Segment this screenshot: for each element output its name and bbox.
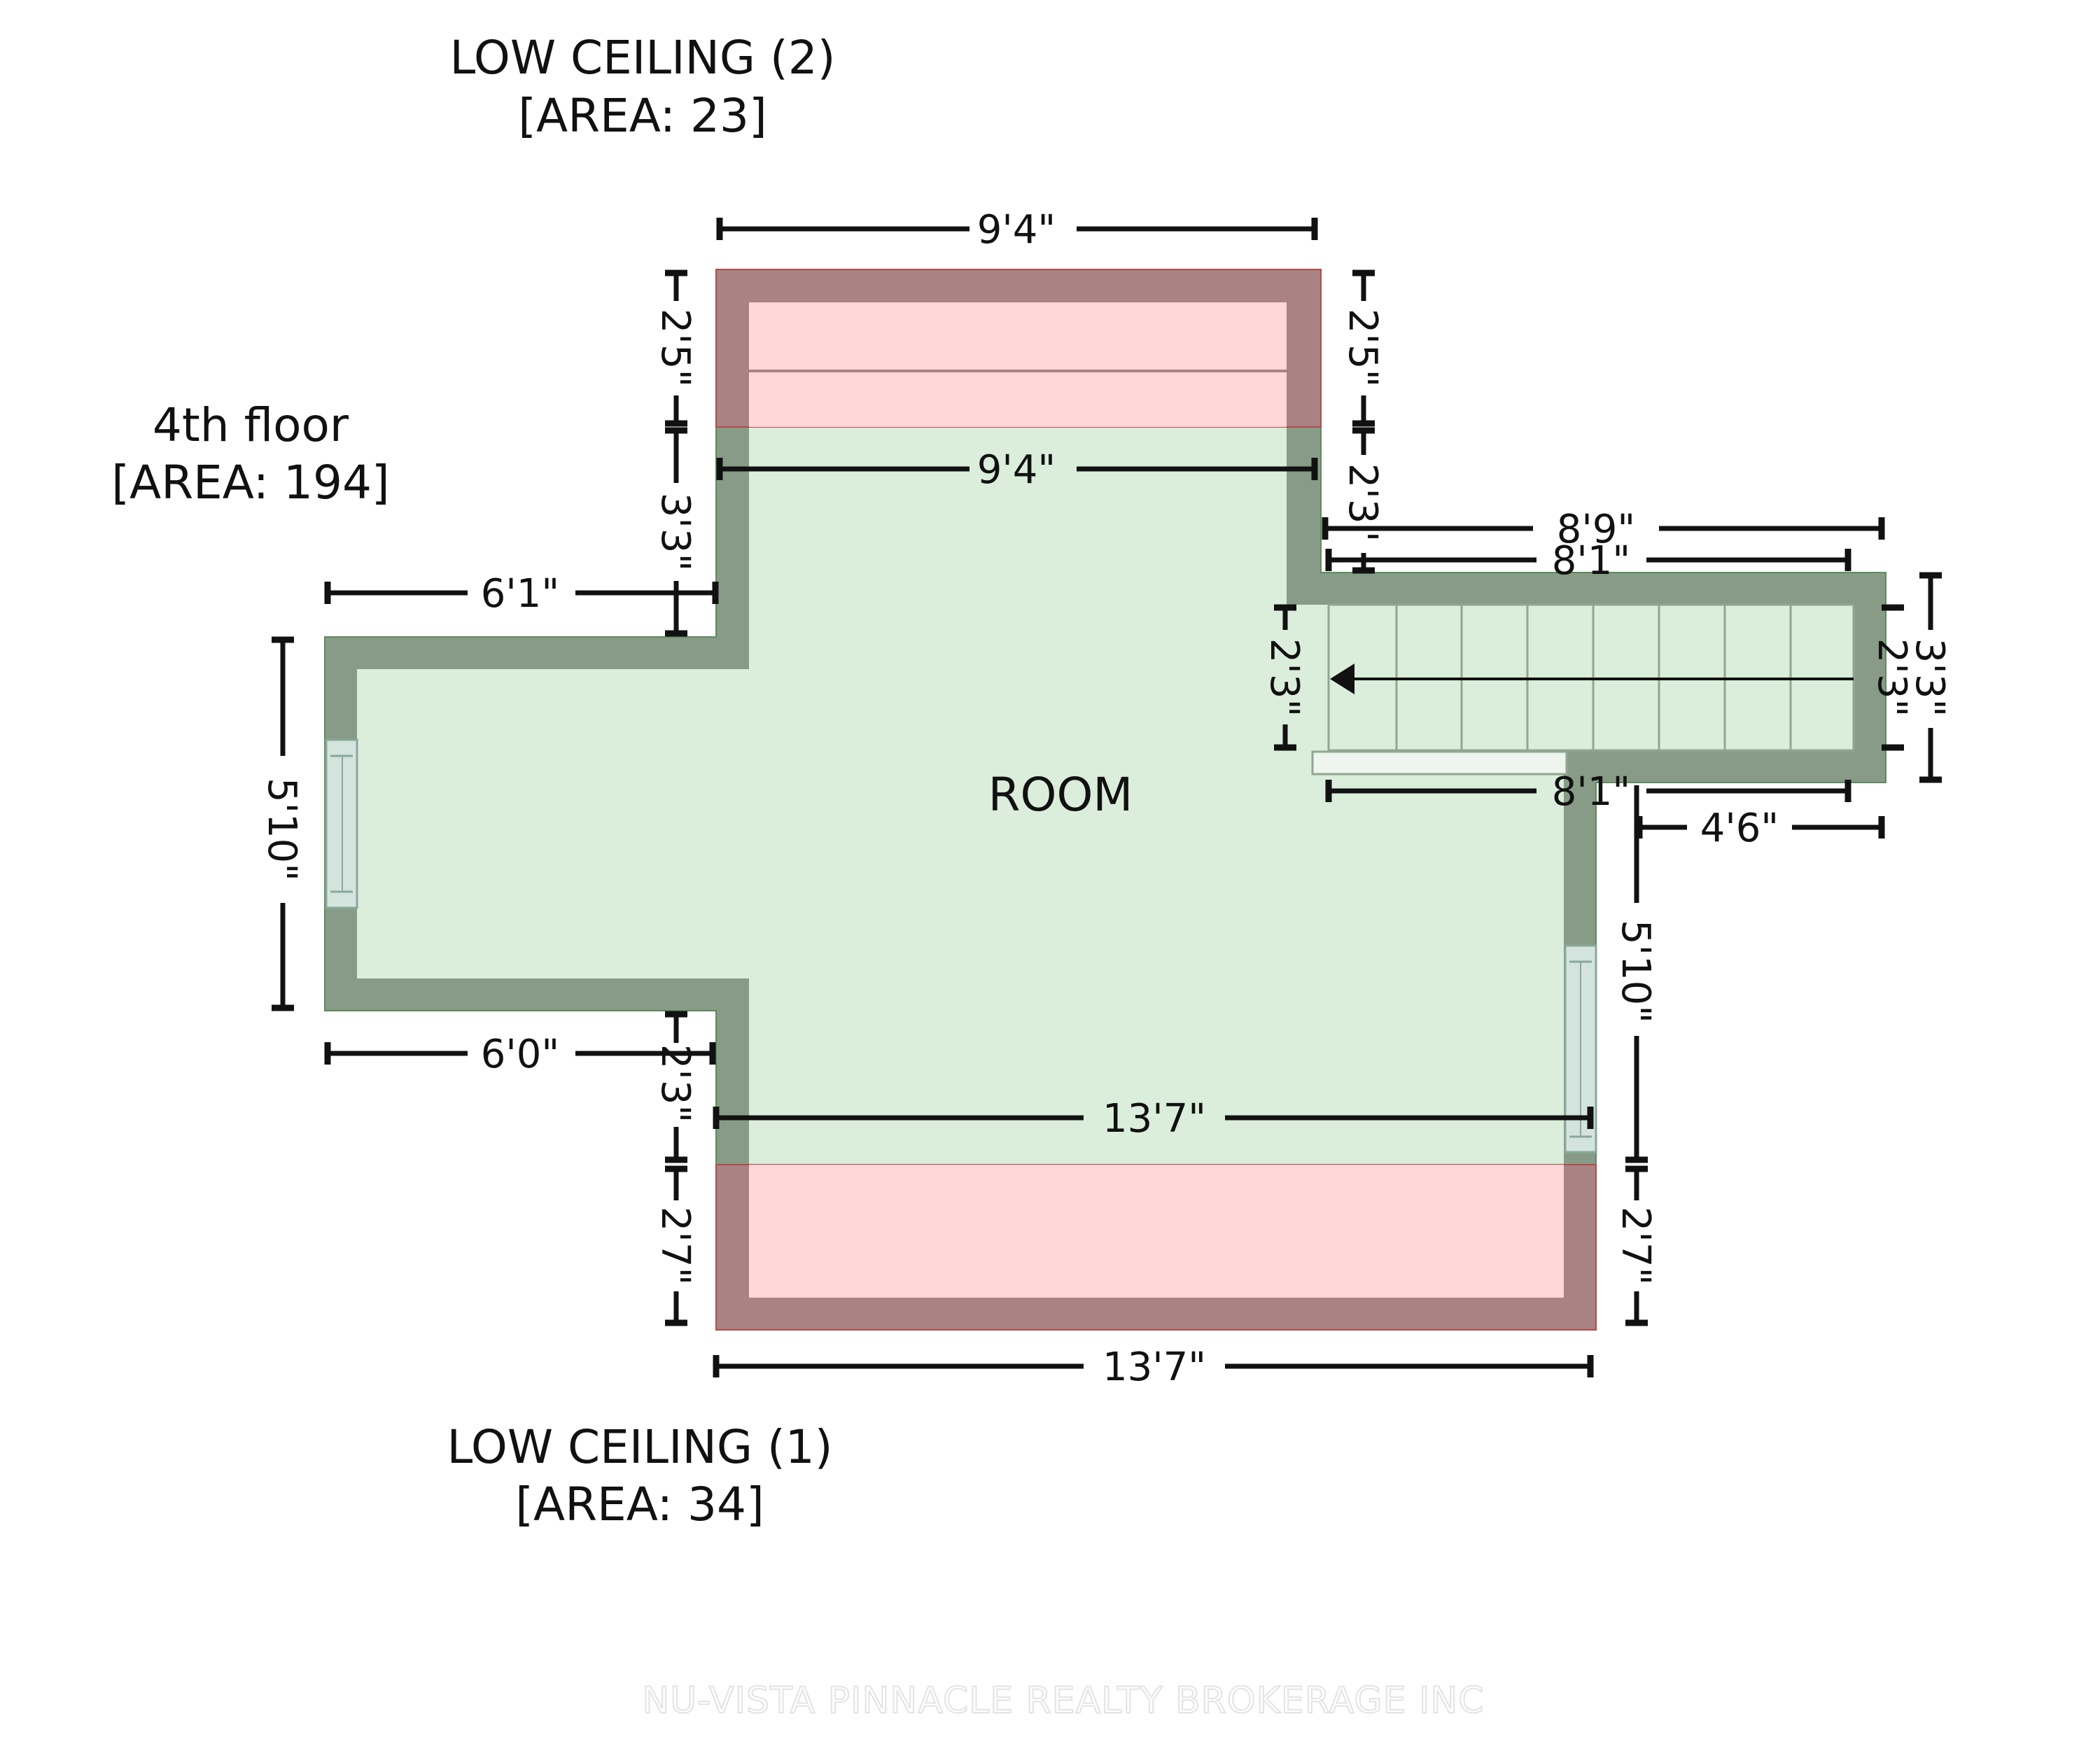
- room-floor: [357, 427, 1854, 1165]
- dim-left-wing-bottom: 6'0": [324, 1032, 716, 1077]
- low-ceiling-2-area: [AREA: 23]: [518, 89, 766, 143]
- dim-top-inner-label: 9'4": [977, 447, 1056, 493]
- dim-right-lower-label: 5'10": [1613, 920, 1658, 1023]
- dim-top-inner: 9'4": [716, 447, 1318, 493]
- dim-bottom-outer: 13'7": [713, 1345, 1594, 1390]
- dim-left-wing-bottom-label: 6'0": [481, 1032, 559, 1077]
- dim-stair-inner-left: 2'3": [1261, 604, 1307, 751]
- dim-left-upper-label: 3'3": [652, 493, 698, 571]
- stair-arrow-head: [1330, 664, 1354, 694]
- dim-top-outer-label: 9'4": [977, 207, 1056, 253]
- dim-right-bottom-ext: 2'7": [1613, 1165, 1658, 1326]
- dim-left-bottom-ext-label: 2'7": [652, 1207, 698, 1285]
- room-label: ROOM: [988, 768, 1133, 822]
- dim-left-upper: 3'3": [652, 427, 698, 637]
- dim-right-top-ext-label: 2'5": [1340, 309, 1385, 387]
- dim-top-outer: 9'4": [716, 207, 1318, 253]
- dim-left-wing-top-label: 6'1": [481, 571, 559, 617]
- dim-stair-offset: 4'6": [1636, 806, 1885, 851]
- dim-stair-offset-label: 4'6": [1700, 806, 1779, 851]
- dim-stair-inner-bottom: 8'1": [1325, 769, 1851, 815]
- dim-bottom-outer-label: 13'7": [1102, 1345, 1206, 1390]
- dim-right-lower: 5'10": [1613, 785, 1658, 1163]
- dim-right-bottom-ext-label: 2'7": [1613, 1207, 1658, 1285]
- dim-stair-inner-right: 2'3": [1869, 604, 1914, 751]
- dim-right-upper: 2'3": [1340, 427, 1385, 574]
- dim-left-top-ext-label: 2'5": [652, 309, 698, 387]
- dim-left-bottom-ext: 2'7": [652, 1165, 698, 1326]
- dim-stair-outer: 8'9": [1322, 507, 1885, 552]
- dim-right-top-ext: 2'5": [1340, 269, 1385, 427]
- window-left: [325, 738, 358, 909]
- dim-stair-outer-height: 3'3": [1907, 572, 1952, 783]
- dim-bottom-inner-label: 13'7": [1102, 1096, 1206, 1142]
- low-ceiling-1-area: [AREA: 34]: [515, 1478, 764, 1531]
- watermark: NU-VISTA PINNACLE REALTY BROKERAGE INC: [642, 1680, 1484, 1722]
- dim-left-top-ext: 2'5": [652, 269, 698, 427]
- dim-right-upper-label: 2'3": [1340, 463, 1385, 542]
- low-ceiling-2-label: LOW CEILING (2): [449, 31, 835, 85]
- dim-stair-outer-height-label: 3'3": [1907, 638, 1952, 717]
- dim-left-wing-height: 5'10": [259, 636, 304, 1011]
- dim-left-wing-top: 6'1": [324, 571, 719, 617]
- dim-left-lower-label: 2'3": [652, 1044, 698, 1123]
- dim-stair-inner-bottom-label: 8'1": [1552, 769, 1630, 815]
- dim-left-wing-height-label: 5'10": [259, 778, 304, 881]
- stair-rail: [1311, 750, 1568, 776]
- dim-stair-inner-left-label: 2'3": [1261, 638, 1307, 717]
- dim-left-lower: 2'3": [652, 1011, 698, 1163]
- low-ceiling-1-label: LOW CEILING (1): [447, 1420, 832, 1474]
- dim-bottom-inner: 13'7": [713, 1096, 1594, 1142]
- dim-stair-inner-right-label: 2'3": [1869, 638, 1914, 717]
- dim-stair-outer-label: 8'9": [1557, 507, 1635, 552]
- floor-label: 4th floor: [153, 398, 349, 452]
- low-ceiling-1-floor: [749, 1165, 1564, 1298]
- floor-area: [AREA: 194]: [111, 456, 389, 510]
- low-ceiling-2-floor: [749, 302, 1287, 427]
- dim-stair-inner-top-label: 8'1": [1552, 538, 1630, 584]
